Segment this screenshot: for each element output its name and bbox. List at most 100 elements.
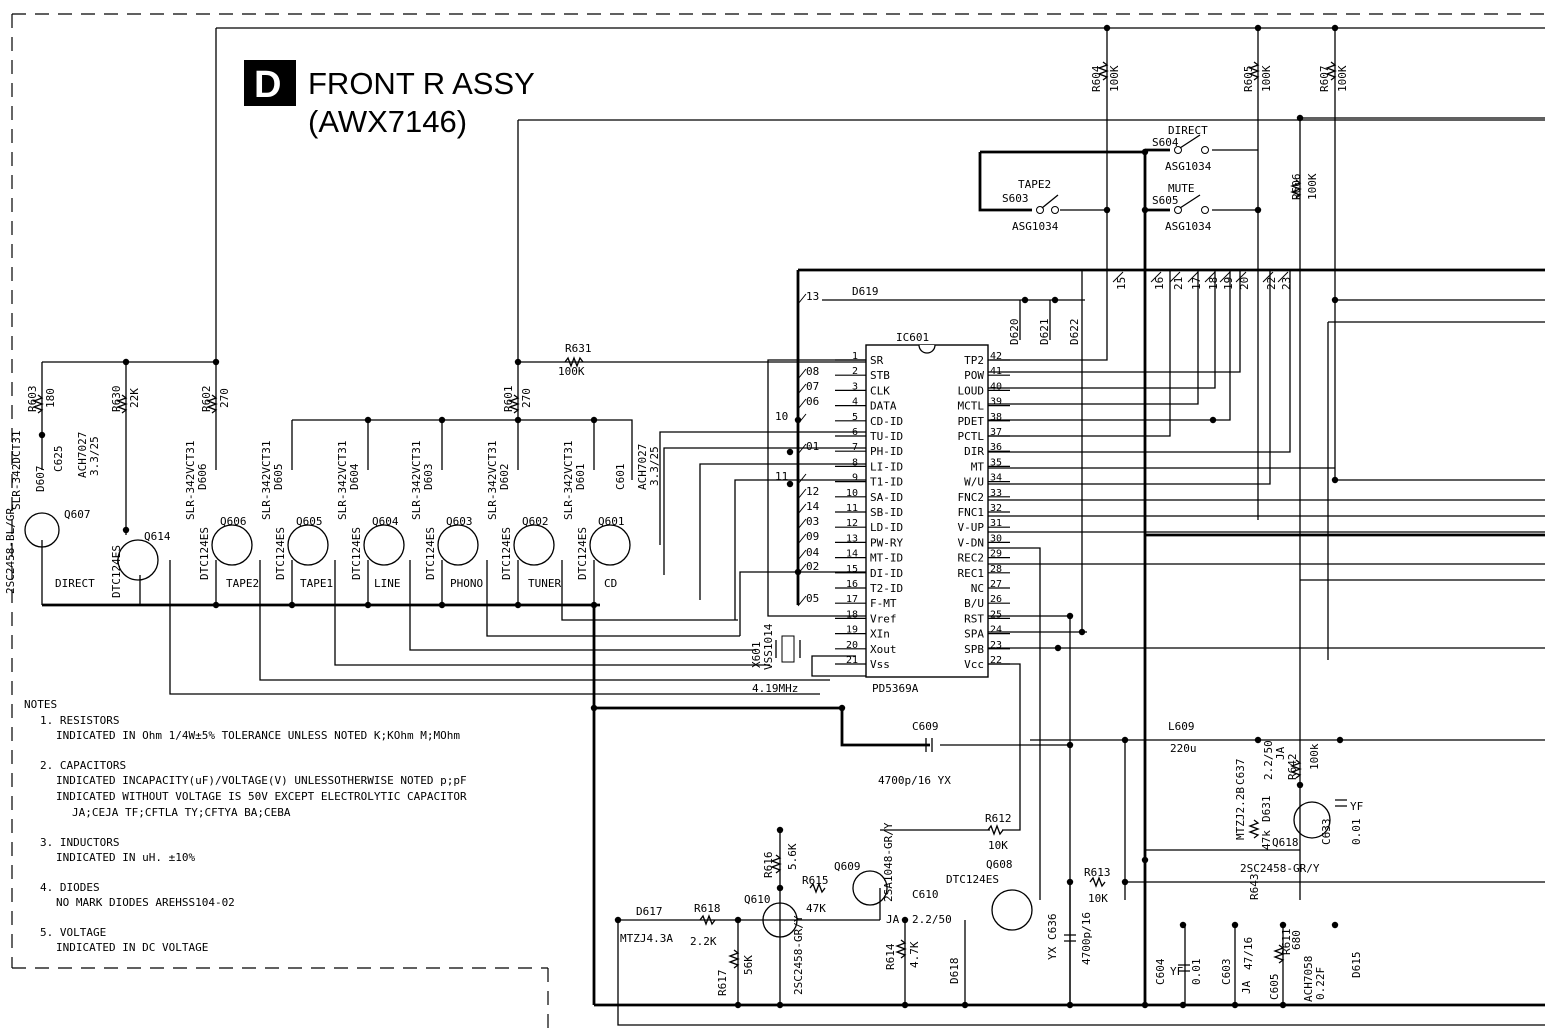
x601-part: VSS1014 [762,623,775,670]
c609-ref: C609 [912,720,939,733]
bus-tick [797,518,807,530]
ic-pin-name: SB-ID [870,506,903,519]
ic-pin-number: 31 [990,518,1002,529]
ic-pin-name: REC2 [958,552,985,565]
r616-value: 5.6K [786,843,799,870]
ic-pin-name: Vref [870,612,897,625]
s604-part: ASG1034 [1165,160,1212,173]
ic-pin-name: SR [870,354,884,367]
bus-label: 12 [806,485,819,498]
q614-part: DTC124ES [110,545,123,598]
r642-ref: R642 [1286,754,1299,781]
bus-tick [1204,271,1216,283]
q601-ref: Q601 [598,515,625,528]
q602-ref: Q602 [522,515,549,528]
d620-label: D620 [1008,319,1021,346]
ic-pin-name: T1-ID [870,476,903,489]
d605-part: SLR-342VCT31 [260,441,273,520]
ic-pin-number: 26 [990,594,1002,605]
r604-value: 100K [1108,65,1121,92]
c605-ref: C605 [1268,974,1281,1001]
x601-frequency: 4.19MHz [752,682,798,695]
ic-pin-name: DIR [964,445,984,458]
ic-pin-name: Xout [870,643,897,656]
c601-part: ACH7027 [636,444,649,490]
ic-pin-name: B/U [964,597,984,610]
bus-label: 01 [806,440,819,453]
ic-pin-number: 14 [846,549,858,560]
bus-tick [797,443,807,455]
note-line: INDICATED IN uH. ±10% [56,851,195,864]
ic-pin-number: 9 [852,473,858,484]
q608-part: DTC124ES [946,873,999,886]
bus-tick [1112,271,1124,283]
bus-tick [797,595,807,607]
switch-symbols [1036,134,1209,214]
r601-value: 270 [520,388,533,408]
bus-tick [1277,271,1289,283]
ic-pin-name: F-MT [870,597,897,610]
ic-pin-name: POW [964,369,984,382]
ic-pin-number: 32 [990,503,1002,514]
c625-label: C625 [52,446,65,473]
ic-pin-name: MCTL [958,400,985,413]
c625-part: ACH7027 [76,432,89,478]
d615-ref: D615 [1350,952,1363,979]
c610-type: JA [886,913,900,926]
bus-tick [797,368,807,380]
ic-pin-number: 39 [990,397,1002,408]
bus-tick [797,533,807,545]
r612-value: 10K [988,839,1008,852]
bus-tick [797,488,807,500]
r603-value: 180 [44,388,57,408]
ic-pin-number: 17 [846,594,858,605]
d618-ref: D618 [948,958,961,985]
ic-pin-number: 22 [990,655,1002,666]
ic-pin-name: PDET [958,415,985,428]
r607-value: 100K [1336,65,1349,92]
bus-tick [1150,271,1162,283]
r605-value: 100K [1260,65,1273,92]
d601-ref: D601 [574,464,587,491]
r614-ref: R614 [884,943,897,970]
q604-ref: Q604 [372,515,399,528]
d607-part: SLR-342DCT31 [10,431,23,510]
q607-part: 2SC2458-BL/GR [4,508,17,594]
ic-pin-number: 35 [990,457,1002,468]
board-name: FRONT R ASSY [308,66,535,101]
ic-pin-number: 13 [846,533,858,544]
d621-label: D621 [1038,319,1051,346]
bus-tick [797,563,807,575]
ic-pin-number: 10 [846,488,858,499]
ic-pin-number: 1 [852,351,858,362]
wiring [41,27,1545,1026]
bus-tick [797,293,807,305]
r611-value: 680 [1290,930,1303,950]
note-title: 3. INDUCTORS [40,836,119,849]
bus-label: 07 [806,380,819,393]
s603-part: ASG1034 [1012,220,1059,233]
ic-pin-number: 42 [990,351,1002,362]
d603-part: SLR-342VCT31 [410,441,423,520]
c604-type: YF [1170,965,1183,978]
ic-pin-name: MT-ID [870,552,903,565]
ic-pin-name: TP2 [964,354,984,367]
q601-switch-label: CD [604,577,617,590]
note-line: INDICATED INCAPACITY(uF)/VOLTAGE(V) UNLE… [56,774,467,787]
r643-value: 47k [1260,830,1273,850]
c610-value: 2.2/50 [912,913,952,926]
c601-label: C601 [614,464,627,491]
r614-value: 4.7K [908,941,921,968]
bus-tick [797,383,807,395]
r605-label: R605 [1242,66,1255,93]
ic-pin-name: TU-ID [870,430,903,443]
ic-pin-name: MT [971,460,985,473]
r606-value: 100K [1306,173,1319,200]
bus-tick [1235,271,1247,283]
bus-label: 14 [806,500,820,513]
q604-part: DTC124ES [350,527,363,580]
c637-value: 2.2/50 [1262,740,1275,780]
ic-pin-number: 24 [990,625,1002,636]
